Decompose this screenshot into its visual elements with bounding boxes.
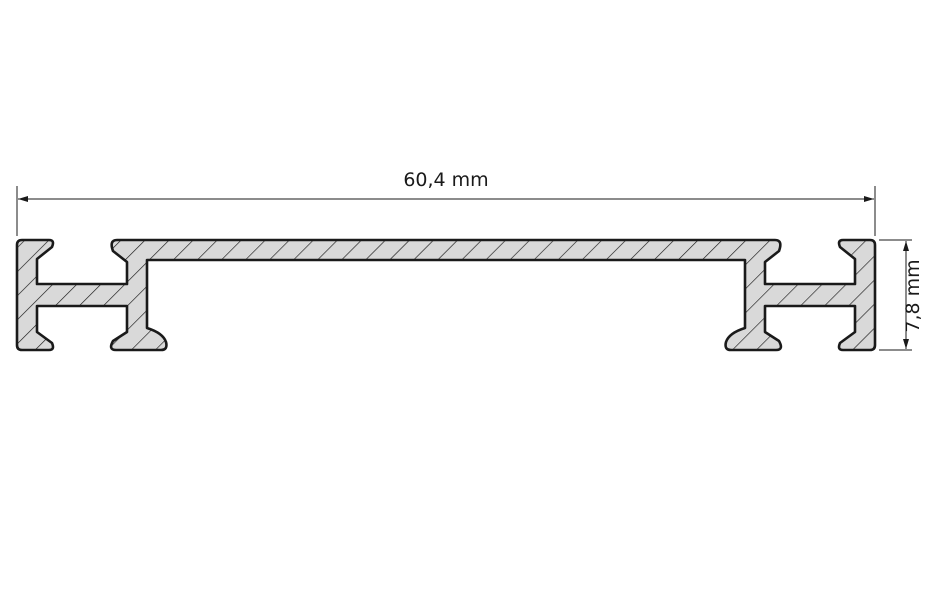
width-dimension-label: 60,4 mm — [403, 169, 488, 191]
height-dimension-label: 7,8 mm — [902, 259, 924, 332]
profile-cross-section — [15, 238, 877, 352]
height-dimension: 7,8 mm — [879, 239, 924, 351]
width-dimension: 60,4 mm — [16, 169, 876, 236]
